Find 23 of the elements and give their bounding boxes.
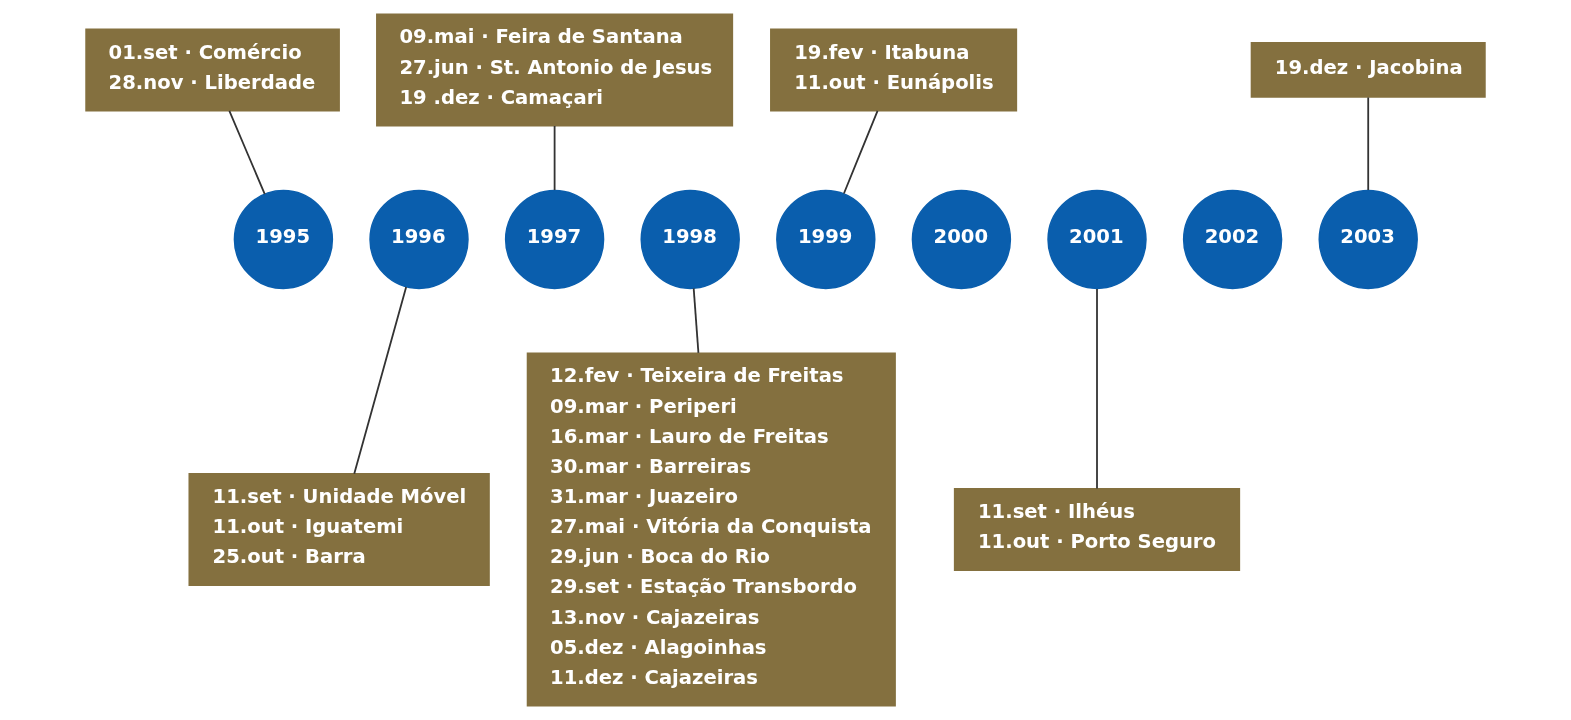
node-circle: 2000 xyxy=(911,189,1012,290)
connector xyxy=(228,110,266,195)
node-box: 19.dez · Jacobina xyxy=(1250,42,1486,98)
node-box: 11.set · Ilhéus 11.out · Porto Seguro xyxy=(953,488,1241,571)
node-circle: 1999 xyxy=(776,189,876,290)
node-circle: 1997 xyxy=(504,189,605,290)
node-circle: 1995 xyxy=(233,189,334,290)
connector xyxy=(553,125,556,191)
node-box: 11.set · Unidade Móvel 11.out · Iguatemi 25.out · Barra xyxy=(188,473,490,586)
node-circle: 1998 xyxy=(640,189,740,290)
connector xyxy=(1096,288,1098,490)
connector xyxy=(353,286,408,475)
connector xyxy=(843,110,879,195)
node-circle: 2001 xyxy=(1047,189,1147,290)
connector xyxy=(1367,96,1370,191)
connector xyxy=(692,287,700,354)
node-box: 01.set · Comércio 28.nov · Liberdade xyxy=(85,28,340,112)
node-circle: 2003 xyxy=(1318,189,1418,290)
node-box: 19.fev · Itabuna 11.out · Eunápolis xyxy=(770,28,1018,112)
node-box: 12.fev · Teixeira de Freitas 09.mar · Periperi 16.mar · Lauro de Freitas 30.mar · Barreiras 31.mar · Juazeiro 27.mai · Vitória da Conquista 29.jun · Boca do Rio 29.set · Estação Transbordo 13.nov · Cajazeiras 05.dez · Alagoinhas 11.dez · Cajazeiras xyxy=(526,352,896,707)
node-circle: 2002 xyxy=(1182,189,1283,290)
node-box: 09.mai · Feira de Santana 27.jun · St. Antonio de Jesus 19 .dez · Camaçari xyxy=(376,13,734,127)
node-circle: 1996 xyxy=(369,189,469,290)
